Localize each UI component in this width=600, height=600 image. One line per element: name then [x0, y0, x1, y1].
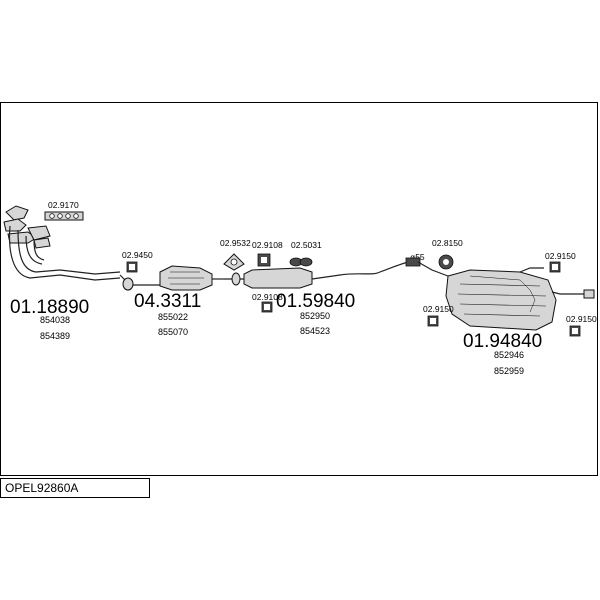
hanger-b[interactable]	[261, 301, 273, 313]
part-number: 854389	[40, 331, 70, 341]
hanger-c[interactable]	[289, 257, 313, 267]
group-code-rear-silencer: 01.94840	[463, 331, 542, 352]
accessory-code-hanger-a: 02.9108	[252, 240, 283, 250]
accessory-code-hanger-b: 02.9108	[252, 292, 283, 302]
manifold-gasket-set[interactable]	[44, 211, 84, 221]
part-number: 854523	[300, 326, 330, 336]
hanger-rear-2[interactable]	[427, 315, 439, 327]
flange-gasket[interactable]	[223, 253, 245, 271]
hanger-a[interactable]	[257, 253, 271, 267]
catalytic-converter[interactable]	[119, 265, 224, 291]
accessory-code-flange-gasket: 02.9532	[220, 238, 251, 248]
diagram-frame	[0, 102, 598, 476]
part-number: 855022	[158, 312, 188, 322]
group-code-centre-silencer: 01.59840	[276, 291, 355, 312]
rear-silencer[interactable]	[417, 261, 595, 331]
part-number: 854038	[40, 315, 70, 325]
part-number: 852950	[300, 311, 330, 321]
accessory-code-hanger-rear-3: 02.9150	[566, 314, 597, 324]
accessory-code-hanger-rear-2: 02.9150	[423, 304, 454, 314]
group-code-manifold: 01.18890	[10, 297, 89, 318]
part-number: 852946	[494, 350, 524, 360]
accessory-code-clamp-front: 02.9450	[122, 250, 153, 260]
accessory-code-hanger-rear-1: 02.9150	[545, 251, 576, 261]
pipe-diameter-label: ø55	[410, 252, 425, 262]
reference-label: OPEL92860A	[0, 478, 150, 498]
accessory-code-hanger-c: 02.5031	[291, 240, 322, 250]
pipe-sleeve[interactable]	[405, 257, 421, 267]
centre-silencer[interactable]	[224, 261, 411, 289]
group-code-catalyst: 04.3311	[134, 291, 201, 312]
hanger-rear-3[interactable]	[569, 325, 581, 337]
clamp-front[interactable]	[126, 261, 138, 273]
hanger-rear-1[interactable]	[549, 261, 561, 273]
accessory-code-clamp-rear: 02.8150	[432, 238, 463, 248]
part-number: 852959	[494, 366, 524, 376]
clamp-rear[interactable]	[438, 254, 454, 270]
part-number: 855070	[158, 327, 188, 337]
exhaust-manifold[interactable]	[3, 205, 121, 281]
accessory-code-gasket-manifold: 02.9170	[48, 200, 79, 210]
